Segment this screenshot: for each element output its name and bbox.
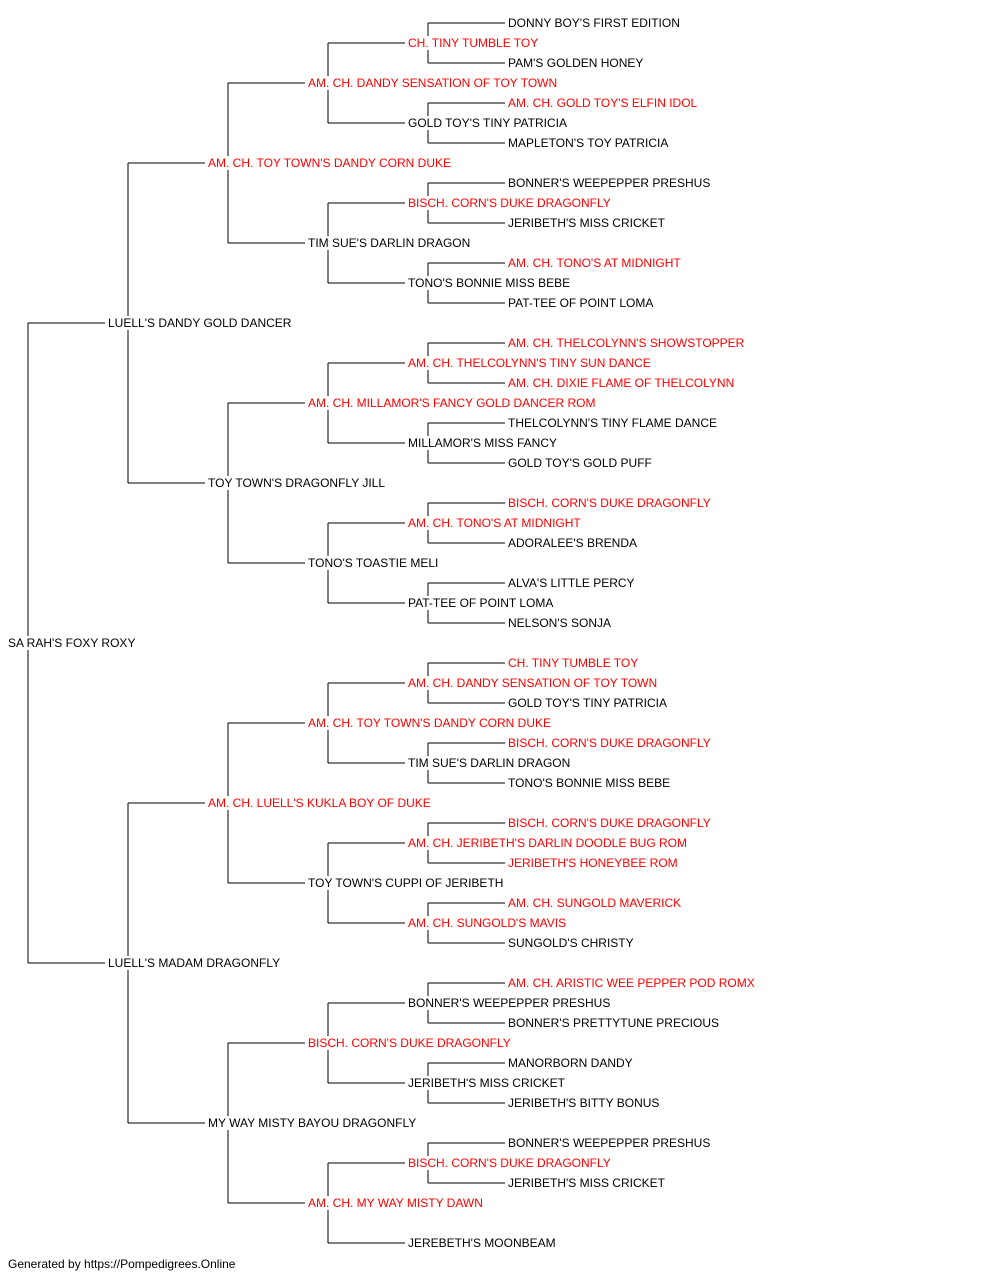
ancestor-name: SUNGOLD'S CHRISTY [508,936,636,950]
footer-credit: Generated by https://Pompedigrees.Online [8,1257,236,1271]
ancestor-name: AM. CH. THELCOLYNN'S SHOWSTOPPER [508,336,747,350]
ancestor-name: NELSON'S SONJA [508,616,613,630]
ancestor-name: GOLD TOY'S TINY PATRICIA [408,116,569,130]
ancestor-name: PAT-TEE OF POINT LOMA [408,596,556,610]
ancestor-name: AM. CH. SUNGOLD MAVERICK [508,896,684,910]
ancestor-name: AM. CH. TONO'S AT MIDNIGHT [508,256,683,270]
ancestor-name: THELCOLYNN'S TINY FLAME DANCE [508,416,720,430]
ancestor-name: TOY TOWN'S CUPPI OF JERIBETH [308,876,506,890]
ancestor-name: AM. CH. MILLAMOR'S FANCY GOLD DANCER ROM [308,396,598,410]
ancestor-name: JEREBETH'S MOONBEAM [408,1236,558,1250]
ancestor-name: CH. TINY TUMBLE TOY [408,36,541,50]
ancestor-name: JERIBETH'S MISS CRICKET [408,1076,567,1090]
ancestor-name: MY WAY MISTY BAYOU DRAGONFLY [208,1116,419,1130]
ancestor-name: PAT-TEE OF POINT LOMA [508,296,656,310]
ancestor-name: AM. CH. DANDY SENSATION OF TOY TOWN [408,676,660,690]
ancestor-name: CH. TINY TUMBLE TOY [508,656,641,670]
ancestor-name: JERIBETH'S MISS CRICKET [508,1176,667,1190]
ancestor-name: BISCH. CORN'S DUKE DRAGONFLY [308,1036,513,1050]
ancestor-name: BONNER'S WEEPEPPER PRESHUS [408,996,613,1010]
ancestor-name: ADORALEE'S BRENDA [508,536,639,550]
ancestor-name: AM. CH. TOY TOWN'S DANDY CORN DUKE [308,716,553,730]
ancestor-name: TONO'S BONNIE MISS BEBE [508,776,673,790]
ancestor-name: BISCH. CORN'S DUKE DRAGONFLY [408,1156,613,1170]
ancestor-name: GOLD TOY'S GOLD PUFF [508,456,654,470]
ancestor-name: JERIBETH'S MISS CRICKET [508,216,667,230]
ancestor-name: AM. CH. TOY TOWN'S DANDY CORN DUKE [208,156,453,170]
subject-name: SA RAH'S FOXY ROXY [8,636,138,650]
ancestor-name: LUELL'S MADAM DRAGONFLY [108,956,283,970]
ancestor-name: TONO'S TOASTIE MELI [308,556,441,570]
ancestor-name: TOY TOWN'S DRAGONFLY JILL [208,476,388,490]
ancestor-name: PAM'S GOLDEN HONEY [508,56,646,70]
ancestor-name: MANORBORN DANDY [508,1056,635,1070]
ancestor-name: BISCH. CORN'S DUKE DRAGONFLY [408,196,613,210]
ancestor-name: AM. CH. DIXIE FLAME OF THELCOLYNN [508,376,737,390]
ancestor-name: BISCH. CORN'S DUKE DRAGONFLY [508,736,713,750]
ancestor-name: AM. CH. THELCOLYNN'S TINY SUN DANCE [408,356,653,370]
ancestor-name: TIM SUE'S DARLIN DRAGON [408,756,573,770]
ancestor-name: GOLD TOY'S TINY PATRICIA [508,696,669,710]
ancestor-name: TIM SUE'S DARLIN DRAGON [308,236,473,250]
ancestor-name: BISCH. CORN'S DUKE DRAGONFLY [508,816,713,830]
ancestor-name: AM. CH. TONO'S AT MIDNIGHT [408,516,583,530]
ancestor-name: AM. CH. GOLD TOY'S ELFIN IDOL [508,96,700,110]
ancestor-name: ALVA'S LITTLE PERCY [508,576,637,590]
ancestor-name: AM. CH. LUELL'S KUKLA BOY OF DUKE [208,796,433,810]
ancestor-name: AM. CH. MY WAY MISTY DAWN [308,1196,485,1210]
ancestor-name: LUELL'S DANDY GOLD DANCER [108,316,294,330]
ancestor-name: TONO'S BONNIE MISS BEBE [408,276,573,290]
ancestor-name: JERIBETH'S HONEYBEE ROM [508,856,680,870]
ancestor-name: BONNER'S PRETTYTUNE PRECIOUS [508,1016,721,1030]
ancestor-name: BISCH. CORN'S DUKE DRAGONFLY [508,496,713,510]
ancestor-name: MILLAMOR'S MISS FANCY [408,436,559,450]
ancestor-name: JERIBETH'S BITTY BONUS [508,1096,662,1110]
ancestor-name: BONNER'S WEEPEPPER PRESHUS [508,176,713,190]
ancestor-name: MAPLETON'S TOY PATRICIA [508,136,671,150]
ancestor-name: AM. CH. DANDY SENSATION OF TOY TOWN [308,76,560,90]
ancestor-name: AM. CH. SUNGOLD'S MAVIS [408,916,569,930]
ancestor-name: AM. CH. ARISTIC WEE PEPPER POD ROMX [508,976,757,990]
ancestor-name: AM. CH. JERIBETH'S DARLIN DOODLE BUG ROM [408,836,689,850]
ancestor-name: BONNER'S WEEPEPPER PRESHUS [508,1136,713,1150]
ancestor-name: DONNY BOY'S FIRST EDITION [508,16,682,30]
